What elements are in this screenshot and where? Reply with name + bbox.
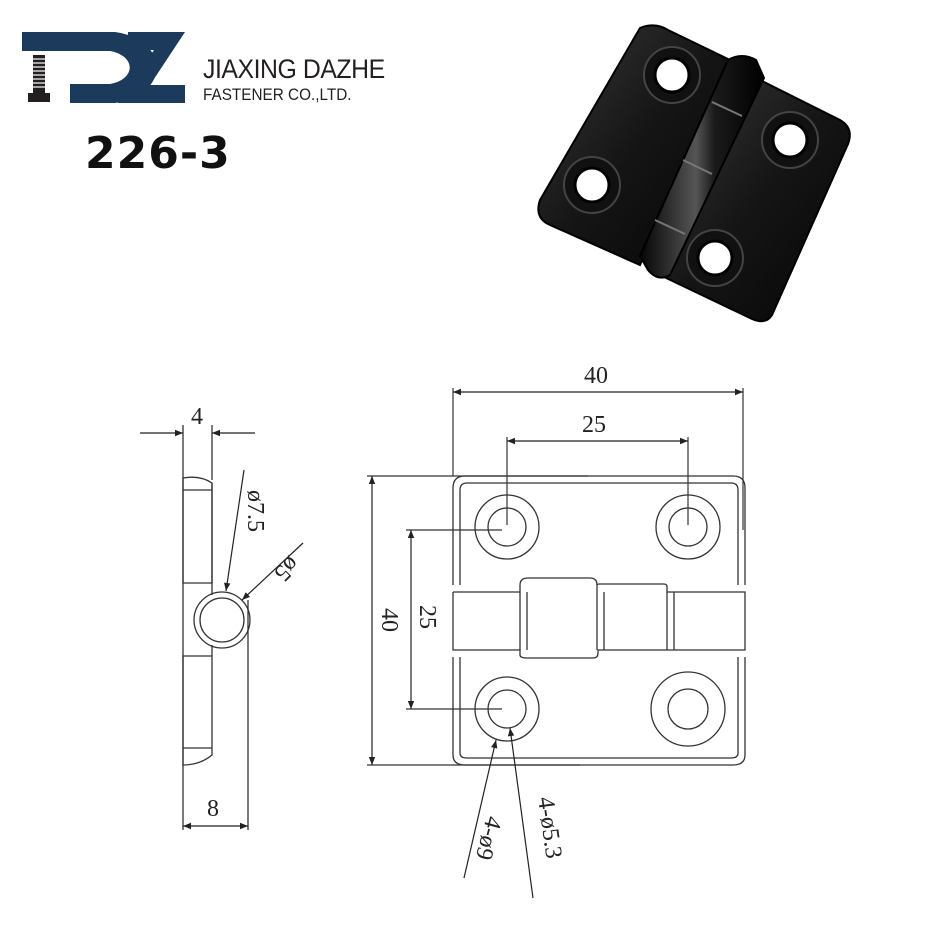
dim-overall-width: 40 (584, 363, 608, 389)
logo-z-letter (118, 32, 185, 103)
dim-hole: 4-ø5.3 (532, 795, 566, 860)
front-view (452, 475, 746, 766)
dim-thickness: 4 (191, 404, 203, 430)
dim-knuckle-pin: ø5 (269, 551, 304, 586)
hinge-holes (563, 46, 819, 287)
overall-width-dimension: 40 (452, 363, 744, 530)
knuckle-outer-leader: ø7.5 (224, 469, 268, 592)
company-name-line2: FASTENER CO.,LTD. (203, 85, 352, 104)
side-view (182, 425, 251, 830)
dim-hole-spacing-vertical: 25 (414, 605, 440, 629)
side-thickness-dimension: 4 (140, 404, 255, 437)
logo-d-letter (22, 32, 157, 103)
bolt-icon (28, 54, 50, 102)
company-name-line1: JIAXING DAZHE (203, 54, 385, 84)
hinge-knuckle (638, 55, 766, 279)
company-name: JIAXING DAZHE FASTENER CO.,LTD. (203, 55, 401, 105)
counterbore-leader: 4-ø9 (463, 739, 507, 879)
knuckle-pin-leader: ø5 (241, 542, 304, 601)
company-logo (22, 32, 185, 103)
dim-knuckle-outer: ø7.5 (242, 490, 268, 532)
dim-depth: 8 (207, 796, 219, 822)
overall-height-dimension: 40 (367, 475, 588, 766)
hole-spacing-vertical-dimension: 25 (406, 529, 502, 710)
dim-hole-spacing-horizontal: 25 (582, 412, 606, 438)
dim-overall-height: 40 (376, 608, 402, 632)
product-photo (537, 24, 851, 323)
model-number: 226-3 (85, 128, 231, 179)
side-depth-dimension: 8 (183, 796, 248, 830)
dim-counterbore: 4-ø9 (470, 813, 507, 862)
hole-leader: 4-ø5.3 (507, 727, 566, 899)
hole-spacing-horizontal-dimension: 25 (506, 412, 689, 525)
